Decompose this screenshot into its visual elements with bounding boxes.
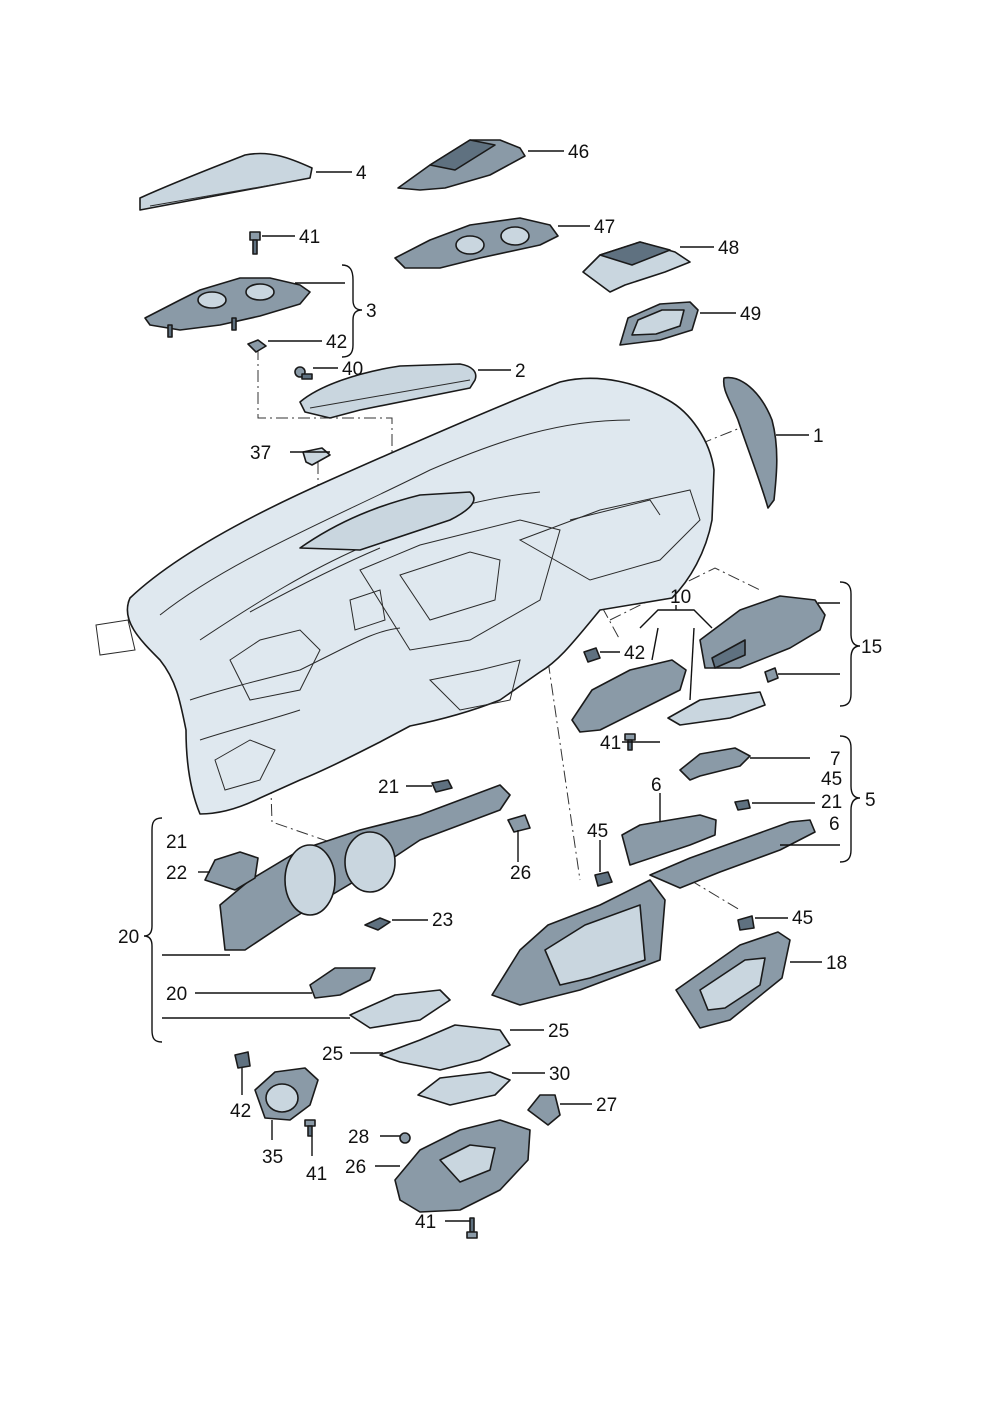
label-46: 46	[568, 142, 589, 163]
label-10: 15	[861, 637, 882, 658]
dashboard-carrier	[95, 377, 715, 815]
part-labels: 4 41 3 42 40 2 37 46 47 48 49 1 10 42 15…	[118, 142, 882, 974]
part-40-bolt	[294, 366, 313, 380]
part-1-side-trim	[722, 376, 778, 509]
label-25-right: 25	[548, 1021, 569, 1042]
label-37: 37	[250, 443, 271, 464]
part-5-panel	[649, 819, 816, 889]
part-45-clip-b	[737, 915, 755, 931]
parts	[139, 139, 826, 1239]
label-1: 1	[813, 426, 824, 447]
label-7: 7	[830, 749, 841, 770]
label-45-lower: 45	[792, 908, 813, 929]
label-42-bottom: 42	[230, 1101, 251, 1122]
part-fastener-10	[764, 667, 779, 683]
part-31-clip	[507, 814, 531, 833]
part-7-vent	[679, 747, 751, 781]
part-41-bolt-right	[624, 733, 636, 751]
label-40: 40	[342, 359, 363, 380]
part-20-trim	[309, 967, 376, 999]
label-27: 27	[596, 1095, 617, 1116]
label-4: 4	[356, 163, 367, 184]
part-41-bolt-lower-left	[304, 1119, 316, 1137]
label-47: 47	[594, 217, 615, 238]
part-30-cover	[417, 1071, 511, 1106]
label-6-upper: 6	[651, 775, 662, 796]
part-37-clip	[302, 447, 331, 466]
part-6-trim	[621, 814, 717, 866]
label-45-upper: 45	[821, 769, 842, 790]
label-25-left: 25	[322, 1044, 343, 1065]
label-20-text-visible: 20	[166, 984, 187, 1005]
part-27-clip	[527, 1094, 561, 1126]
label-31: 26	[510, 863, 531, 884]
label-45-left: 45	[587, 821, 608, 842]
part-25-column-cover	[379, 1024, 511, 1071]
label-35: 35	[262, 1147, 283, 1168]
label-22: 22	[166, 863, 187, 884]
label-5: 5	[865, 790, 876, 811]
label-3: 3	[366, 301, 377, 322]
label-15: 18	[826, 953, 847, 974]
label-26: 26	[345, 1157, 366, 1178]
label-21-middle: 21	[378, 777, 399, 798]
part-21-clip-middle	[431, 779, 453, 793]
part-4-cover	[139, 152, 313, 211]
label-18: 20	[118, 927, 139, 948]
part-8-vent	[571, 659, 687, 733]
label-49: 49	[740, 304, 761, 325]
part-42-clip	[247, 339, 267, 353]
label-28: 28	[348, 1127, 369, 1148]
part-42-clip-right	[583, 647, 601, 663]
label-21-left: 21	[166, 832, 187, 853]
part-22-vent	[204, 851, 259, 891]
label-41-top: 41	[299, 227, 320, 248]
part-42-clip-bottom	[234, 1051, 251, 1069]
label-41-lower-left: 41	[306, 1164, 327, 1185]
label-48: 48	[718, 238, 739, 259]
part-28-clip	[399, 1132, 411, 1144]
part-trim-lower	[349, 989, 451, 1029]
part-23-clip	[364, 917, 391, 931]
label-42-right: 42	[624, 643, 645, 664]
part-41-bolt-bottom	[466, 1217, 478, 1239]
label-2: 2	[515, 361, 526, 382]
label-21-right: 21	[821, 792, 842, 813]
label-23: 23	[432, 910, 453, 931]
label-8: 10	[670, 587, 691, 608]
part-41-bolt-top	[249, 231, 261, 255]
leader-lines	[143, 150, 861, 1222]
label-42-top: 42	[326, 332, 347, 353]
label-6-right: 6	[829, 814, 840, 835]
part-45-clip-a	[594, 871, 613, 887]
label-41-bottom: 41	[415, 1212, 436, 1233]
part-3-bracket	[144, 277, 311, 331]
label-30: 30	[549, 1064, 570, 1085]
label-41-right: 41	[600, 733, 621, 754]
part-21-clip-right	[734, 799, 751, 811]
part-2-flap	[299, 363, 477, 419]
